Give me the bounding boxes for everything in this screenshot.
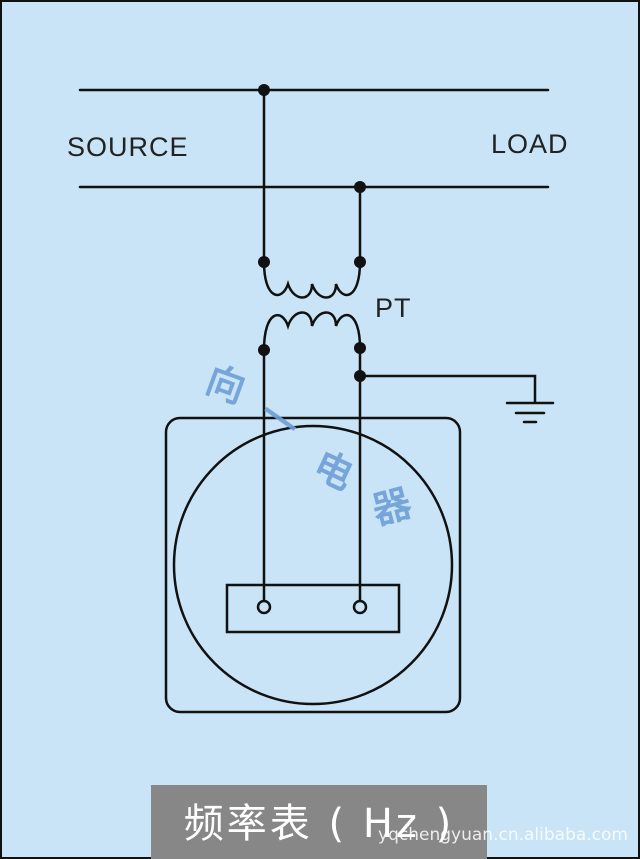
meter-caption: 频率表 ( Hz ) bbox=[183, 801, 455, 847]
meter-terminal-block bbox=[225, 583, 401, 634]
junction-dot bbox=[354, 370, 366, 382]
junction-dot bbox=[354, 181, 366, 193]
junction-dot bbox=[354, 342, 366, 354]
load-label: LOAD bbox=[491, 129, 569, 159]
pt-secondary-coil bbox=[262, 311, 362, 352]
caption-box: 频率表 ( Hz ) bbox=[151, 785, 487, 859]
pt-label: PT bbox=[375, 293, 412, 323]
meter-dial bbox=[172, 424, 454, 706]
meter-terminal-left bbox=[256, 599, 272, 615]
meter-case bbox=[164, 416, 462, 714]
junction-dot bbox=[258, 84, 270, 96]
junction-dot bbox=[258, 344, 270, 356]
junction-dot bbox=[258, 256, 270, 268]
source-label: SOURCE bbox=[67, 132, 189, 162]
meter-terminal-right bbox=[352, 599, 368, 615]
pt-primary-coil bbox=[262, 260, 362, 299]
junction-dot bbox=[354, 256, 366, 268]
footer-watermark: yqchengyuan.cn.alibaba.com bbox=[378, 825, 628, 845]
ground-lead bbox=[358, 374, 537, 404]
